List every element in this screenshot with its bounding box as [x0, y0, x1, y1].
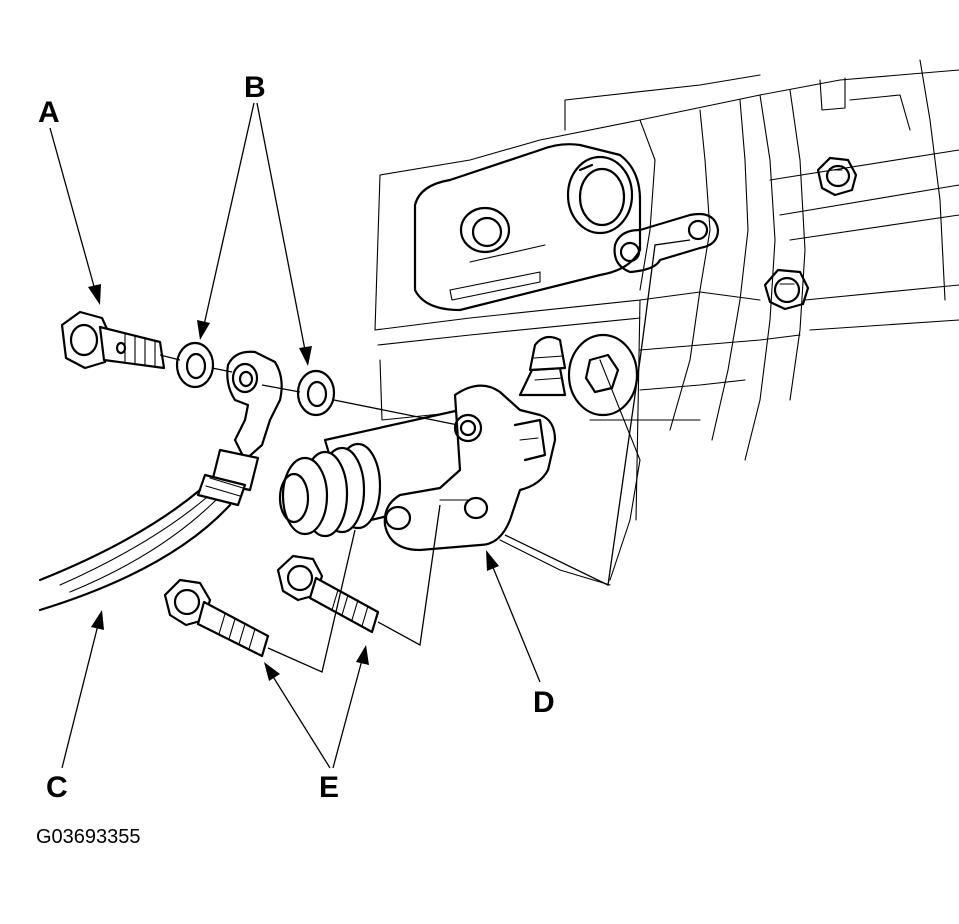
mounting-bolt-left [163, 578, 270, 658]
figure-id: G03693355 [36, 826, 141, 848]
callout-a: A [38, 96, 60, 129]
bracket-tab [613, 212, 720, 274]
sealing-washer-left [175, 341, 215, 389]
transmission-housing [374, 59, 959, 586]
housing-bolt-hole [567, 333, 639, 417]
housing-bolt-upper [816, 156, 858, 197]
exploded-view-lines [159, 239, 691, 673]
callout-d: D [533, 686, 555, 719]
sealing-washer-right [296, 369, 336, 417]
callout-arrows [49, 102, 541, 769]
banjo-bolt [60, 310, 166, 370]
mounting-bracket [413, 143, 642, 312]
slave-cylinder [278, 384, 557, 552]
clutch-hose [38, 350, 283, 612]
bleeder-screw [518, 335, 567, 397]
mounting-bolt-right [276, 554, 380, 634]
callout-e: E [319, 771, 340, 804]
callout-c: C [46, 771, 68, 804]
housing-bolt-lower [763, 268, 810, 311]
callout-b: B [244, 71, 266, 104]
